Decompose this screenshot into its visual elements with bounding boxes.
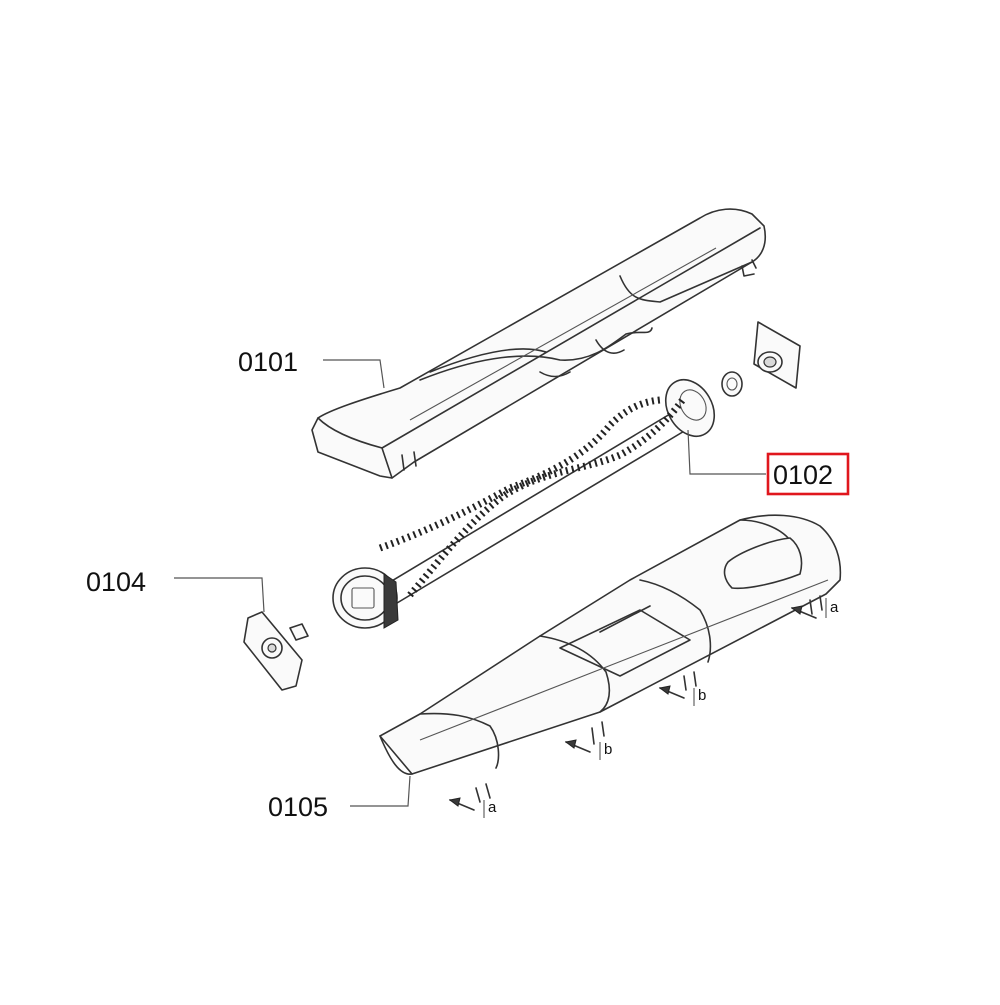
arrow-b-middle: b	[658, 685, 706, 706]
arrow-a-right: a	[790, 598, 839, 619]
arrow-a-bottom-left: a	[448, 797, 497, 818]
part-0102-brush-roll[interactable]	[332, 371, 743, 629]
leader-0102	[687, 429, 766, 475]
arrow-label-b: b	[604, 741, 612, 758]
callout-0102-highlighted[interactable]: 0102	[766, 452, 850, 496]
arrow-label-a-2: a	[830, 599, 839, 616]
part-0101-top-cover[interactable]	[311, 208, 767, 479]
bristle-helix	[378, 395, 687, 598]
part-right-end-bracket[interactable]	[753, 321, 801, 389]
arrow-label-a: a	[488, 799, 497, 816]
callout-0101[interactable]: 0101	[238, 347, 298, 377]
callout-0105[interactable]: 0105	[268, 792, 328, 822]
callout-0102[interactable]: 0102	[773, 460, 833, 490]
arrow-b-bottom: b	[564, 739, 612, 760]
part-0105-base-housing[interactable]	[379, 514, 842, 803]
callout-0104[interactable]: 0104	[86, 567, 146, 597]
leader-0105	[350, 775, 411, 807]
detail-arrows: a b b a	[448, 598, 839, 818]
leader-0101	[323, 359, 385, 389]
leader-0104	[174, 577, 265, 613]
highlight-box	[766, 452, 850, 496]
arrow-label-b-2: b	[698, 687, 706, 704]
part-0104-end-cap[interactable]	[243, 611, 309, 691]
